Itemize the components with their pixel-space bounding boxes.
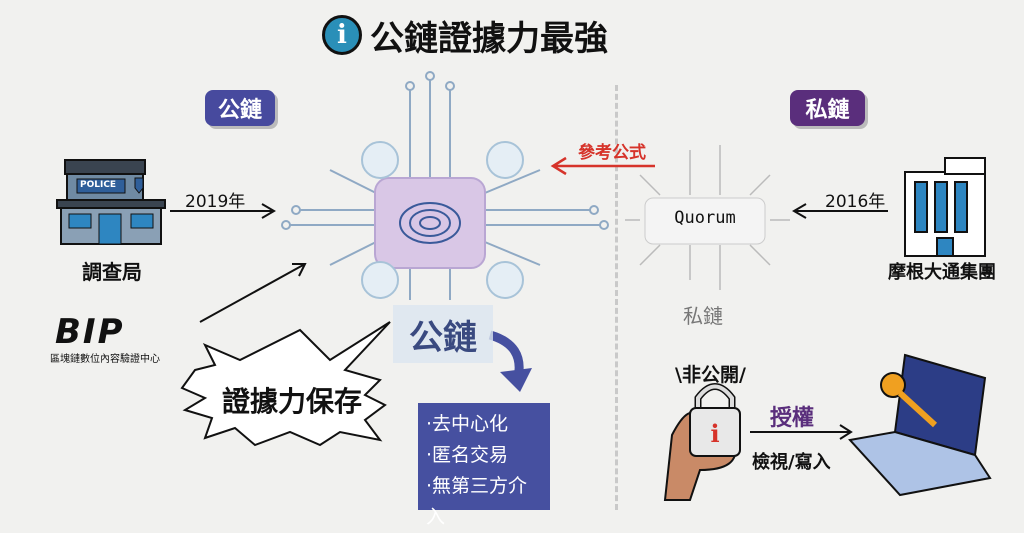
public-chain-badge: 公鏈	[205, 90, 275, 126]
features-box: ·去中心化 ·匿名交易 ·無第三方介入	[418, 403, 550, 528]
title-text: 公鏈證據力最強	[370, 18, 608, 59]
quorum-chip-icon	[644, 197, 766, 245]
fingerprint-chip-icon	[374, 177, 486, 269]
usb-icon	[361, 141, 399, 179]
arrow-2016	[792, 203, 888, 219]
private-chain-label: 私鏈	[683, 304, 723, 328]
view-write-label: 檢視/寫入	[752, 452, 831, 473]
private-chain-badge: 私鏈	[790, 90, 865, 126]
arrows: i	[170, 71, 992, 501]
curved-arrow	[500, 368, 532, 392]
feature-item: ·去中心化	[426, 413, 509, 435]
police-sign: POLICE	[80, 180, 117, 190]
authorize-label: 授權	[770, 406, 815, 431]
arrow-bip	[199, 263, 307, 323]
svg-text:i: i	[710, 419, 719, 448]
bip-logo: BIP	[55, 312, 125, 352]
speech-burst	[180, 321, 391, 447]
agency-label: 調查局	[82, 260, 142, 284]
arrow-reference	[550, 156, 655, 176]
quorum-label: Quorum	[674, 208, 736, 228]
year-2016: 2016年	[825, 192, 886, 212]
arrow-authorize	[750, 424, 853, 440]
public-chain-center-label: 公鏈	[393, 305, 493, 363]
feature-item: ·匿名交易	[426, 444, 509, 466]
divider	[615, 85, 618, 510]
globe-icon	[486, 141, 524, 179]
company-label: 摩根大通集團	[888, 262, 996, 283]
cloud-icon	[486, 261, 524, 299]
arrow-2019	[170, 203, 276, 219]
non-public-label: \非公開/	[675, 364, 746, 386]
police-station-icon	[56, 159, 166, 245]
laptop-icon	[848, 353, 992, 497]
feature-item: ·無第三方介入	[426, 475, 528, 528]
lock-icon	[689, 407, 741, 457]
year-2019: 2019年	[185, 192, 246, 212]
cloud-icon	[361, 261, 399, 299]
info-icon: i	[322, 15, 362, 55]
burst-text: 證據力保存	[222, 385, 363, 418]
key-icon	[880, 372, 938, 428]
bip-subtitle: 區塊鏈數位內容驗證中心	[50, 354, 160, 365]
page-title: i 公鏈證據力最強	[322, 12, 608, 59]
building-icon	[904, 157, 986, 257]
reference-label: 參考公式	[578, 143, 646, 163]
